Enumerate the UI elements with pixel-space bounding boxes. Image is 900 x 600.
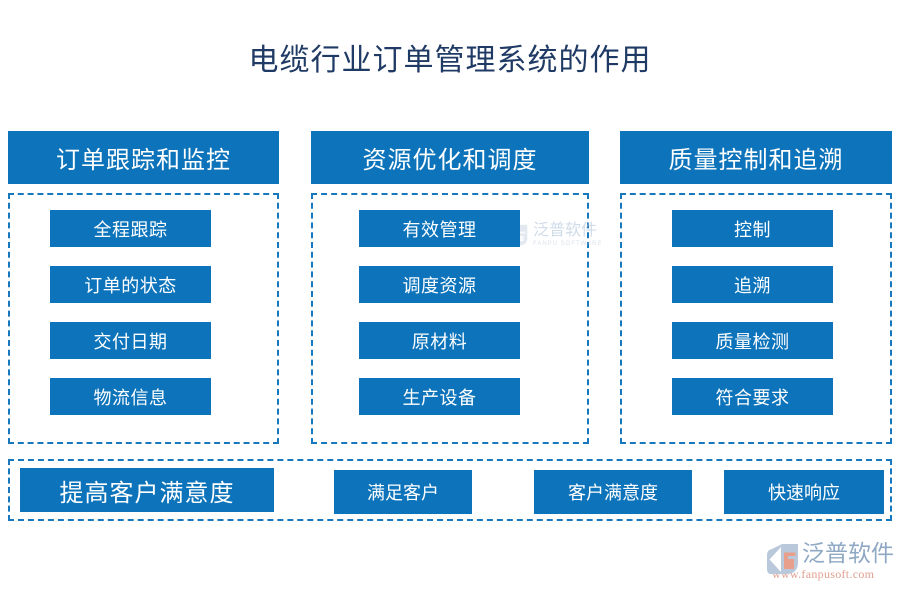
- company-logo: 泛普软件 www.fanpusoft.com: [766, 541, 894, 589]
- column-box-order-tracking: [8, 193, 279, 444]
- company-logo-text: 泛普软件 www.fanpusoft.com: [772, 541, 894, 581]
- bottom-item-chip[interactable]: 快速响应: [724, 470, 884, 514]
- column-item-chip[interactable]: 生产设备: [359, 378, 520, 415]
- column-header-quality-control[interactable]: 质量控制和追溯: [620, 131, 892, 184]
- company-website: www.fanpusoft.com: [772, 567, 875, 581]
- column-item-chip[interactable]: 调度资源: [359, 266, 520, 303]
- column-item-chip[interactable]: 控制: [672, 210, 833, 247]
- column-item-chip[interactable]: 原材料: [359, 322, 520, 359]
- column-item-chip[interactable]: 交付日期: [50, 322, 211, 359]
- column-item-chip[interactable]: 订单的状态: [50, 266, 211, 303]
- bottom-item-chip[interactable]: 满足客户: [334, 470, 472, 514]
- column-item-chip[interactable]: 符合要求: [672, 378, 833, 415]
- company-name: 泛普软件: [802, 541, 894, 566]
- column-item-chip[interactable]: 有效管理: [359, 210, 520, 247]
- page-title: 电缆行业订单管理系统的作用: [248, 44, 652, 77]
- bottom-header-customer-satisfaction[interactable]: 提高客户满意度: [20, 468, 274, 512]
- column-box-resource-optimization: [311, 193, 589, 444]
- column-item-chip[interactable]: 物流信息: [50, 378, 211, 415]
- bottom-box: [8, 459, 892, 521]
- column-box-quality-control: [620, 193, 892, 444]
- fanpu-logo-mark-icon: [766, 543, 800, 575]
- bottom-item-chip[interactable]: 客户满意度: [534, 470, 692, 514]
- column-header-resource-optimization[interactable]: 资源优化和调度: [311, 131, 589, 184]
- column-header-order-tracking[interactable]: 订单跟踪和监控: [8, 131, 279, 184]
- column-item-chip[interactable]: 质量检测: [672, 322, 833, 359]
- column-item-chip[interactable]: 追溯: [672, 266, 833, 303]
- column-item-chip[interactable]: 全程跟踪: [50, 210, 211, 247]
